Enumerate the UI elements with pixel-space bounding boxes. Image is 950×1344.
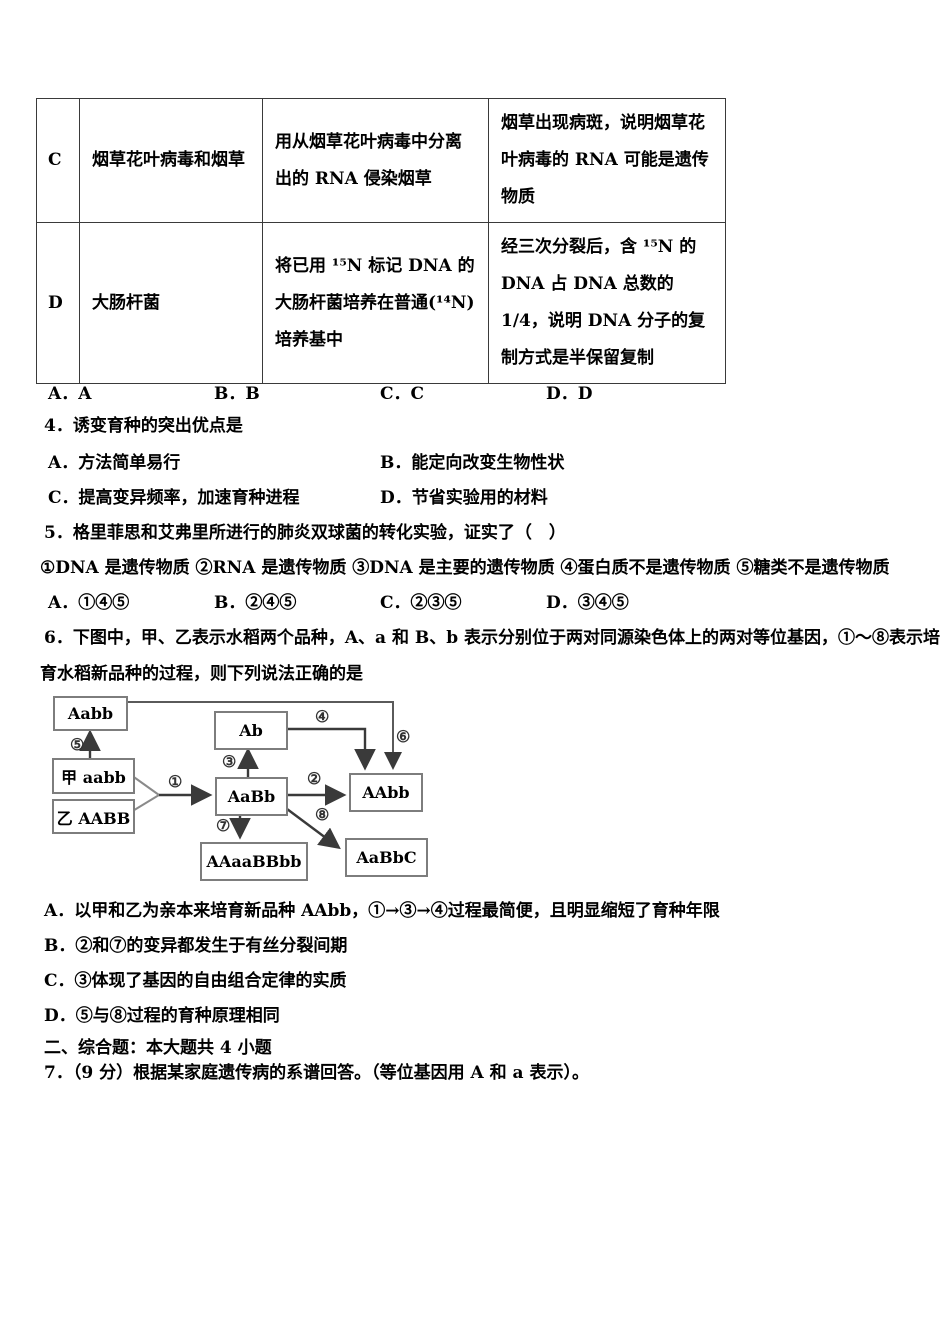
cross-line-yi bbox=[130, 794, 160, 813]
cell-conclusion-c-text: 烟草出现病斑，说明烟草花叶病毒的 RNA 可能是遗传物质 bbox=[501, 113, 709, 207]
cell-material-c: 烟草花叶病毒和烟草 bbox=[79, 98, 263, 223]
cell-method-d-text: 将已用 ¹⁵N 标记 DNA 的大肠杆菌培养在普通(¹⁴N)培养基中 bbox=[275, 255, 475, 350]
materials-table: C 烟草花叶病毒和烟草 用从烟草花叶病毒中分离出的 RNA 侵染烟草 烟草出现病… bbox=[36, 98, 726, 384]
q5-stem: 5．格里菲思和艾弗里所进行的肺炎双球菌的转化实验，证实了（ ） bbox=[44, 523, 566, 543]
diagram-step3-label: ③ bbox=[222, 752, 237, 771]
q5-option-c: C．②③⑤ bbox=[380, 593, 462, 613]
diagram-box-aabb-top: Aabb bbox=[53, 696, 128, 731]
diagram-step4-label: ④ bbox=[315, 707, 330, 726]
cell-conclusion-d-text: 经三次分裂后，含 ¹⁵N 的 DNA 占 DNA 总数的 1/4，说明 DNA … bbox=[501, 237, 706, 368]
diagram-step6-label: ⑥ bbox=[396, 727, 411, 746]
q6-option-a: A．以甲和乙为亲本来培育新品种 AAbb，①→③→④过程最简便，且明显缩短了育种… bbox=[44, 901, 720, 921]
table-row-c: C 烟草花叶病毒和烟草 用从烟草花叶病毒中分离出的 RNA 侵染烟草 烟草出现病… bbox=[36, 98, 726, 223]
arrow-step4 bbox=[284, 727, 376, 771]
cell-method-d: 将已用 ¹⁵N 标记 DNA 的大肠杆菌培养在普通(¹⁴N)培养基中 bbox=[262, 222, 489, 384]
diagram-box-aabb-target: AAbb bbox=[349, 773, 423, 812]
diagram-step8-label: ⑧ bbox=[315, 805, 330, 824]
q4-stem: 4．诱变育种的突出优点是 bbox=[44, 416, 243, 436]
cell-material-d: 大肠杆菌 bbox=[79, 222, 263, 384]
q5-option-d: D．③④⑤ bbox=[546, 593, 629, 613]
answer-option-d: D．D bbox=[546, 384, 593, 404]
q5-option-b: B．②④⑤ bbox=[214, 593, 297, 613]
diagram-box-aabb-f1: AaBb bbox=[215, 777, 288, 816]
arrow-step6 bbox=[124, 701, 402, 770]
diagram-step1-label: ① bbox=[168, 772, 183, 791]
q4-option-a: A．方法简单易行 bbox=[48, 453, 181, 473]
q6-stem-line2: 育水稻新品种的过程，则下列说法正确的是 bbox=[40, 664, 363, 684]
table-row-d: D 大肠杆菌 将已用 ¹⁵N 标记 DNA 的大肠杆菌培养在普通(¹⁴N)培养基… bbox=[36, 222, 726, 384]
answer-option-c: C．C bbox=[380, 384, 425, 404]
q4-option-c: C．提高变异频率，加速育种进程 bbox=[48, 488, 300, 508]
diagram-box-tetraploid: AAaaBBbb bbox=[200, 842, 308, 881]
diagram-step2-label: ② bbox=[307, 769, 322, 788]
diagram-arrows bbox=[79, 701, 402, 850]
diagram-box-aabbc: AaBbC bbox=[345, 838, 428, 877]
cross-line-jia bbox=[130, 774, 160, 796]
q6-option-c: C．③体现了基因的自由组合定律的实质 bbox=[44, 971, 347, 991]
cell-option-c: C bbox=[36, 98, 80, 223]
q6-stem-line1: 6．下图中，甲、乙表示水稻两个品种，A、a 和 B、b 表示分别位于两对同源染色… bbox=[44, 628, 941, 648]
answer-option-a: A．A bbox=[48, 384, 92, 404]
diagram-step7-label: ⑦ bbox=[216, 816, 231, 835]
q5-option-a: A．①④⑤ bbox=[48, 593, 130, 613]
q4-option-d: D．节省实验用的材料 bbox=[380, 488, 548, 508]
breeding-diagram: Aabb 甲 aabb 乙 AABB Ab AaBb AAbb AAaaBBbb… bbox=[0, 685, 950, 890]
diagram-step5-label: ⑤ bbox=[70, 735, 85, 754]
diagram-box-jia-aabb: 甲 aabb bbox=[52, 758, 135, 794]
arrow-step8 bbox=[282, 805, 341, 850]
cell-method-c-text: 用从烟草花叶病毒中分离出的 RNA 侵染烟草 bbox=[275, 131, 462, 189]
cell-conclusion-d: 经三次分裂后，含 ¹⁵N 的 DNA 占 DNA 总数的 1/4，说明 DNA … bbox=[488, 222, 726, 384]
answer-option-b: B．B bbox=[214, 384, 260, 404]
cell-method-c: 用从烟草花叶病毒中分离出的 RNA 侵染烟草 bbox=[262, 98, 489, 223]
section2-heading: 二、综合题：本大题共 4 小题 bbox=[44, 1038, 272, 1058]
q6-option-d: D．⑤与⑧过程的育种原理相同 bbox=[44, 1006, 280, 1026]
q4-option-b: B．能定向改变生物性状 bbox=[380, 453, 565, 473]
cell-option-d: D bbox=[36, 222, 80, 384]
q7-stem: 7．（9 分）根据某家庭遗传病的系谱回答。（等位基因用 A 和 a 表示）。 bbox=[44, 1063, 589, 1083]
q6-option-b: B．②和⑦的变异都发生于有丝分裂间期 bbox=[44, 936, 348, 956]
q5-statements: ①DNA 是遗传物质 ②RNA 是遗传物质 ③DNA 是主要的遗传物质 ④蛋白质… bbox=[40, 558, 890, 578]
diagram-box-yi-aabb: 乙 AABB bbox=[52, 799, 135, 834]
cell-conclusion-c: 烟草出现病斑，说明烟草花叶病毒的 RNA 可能是遗传物质 bbox=[488, 98, 726, 223]
diagram-box-ab: Ab bbox=[214, 711, 288, 750]
